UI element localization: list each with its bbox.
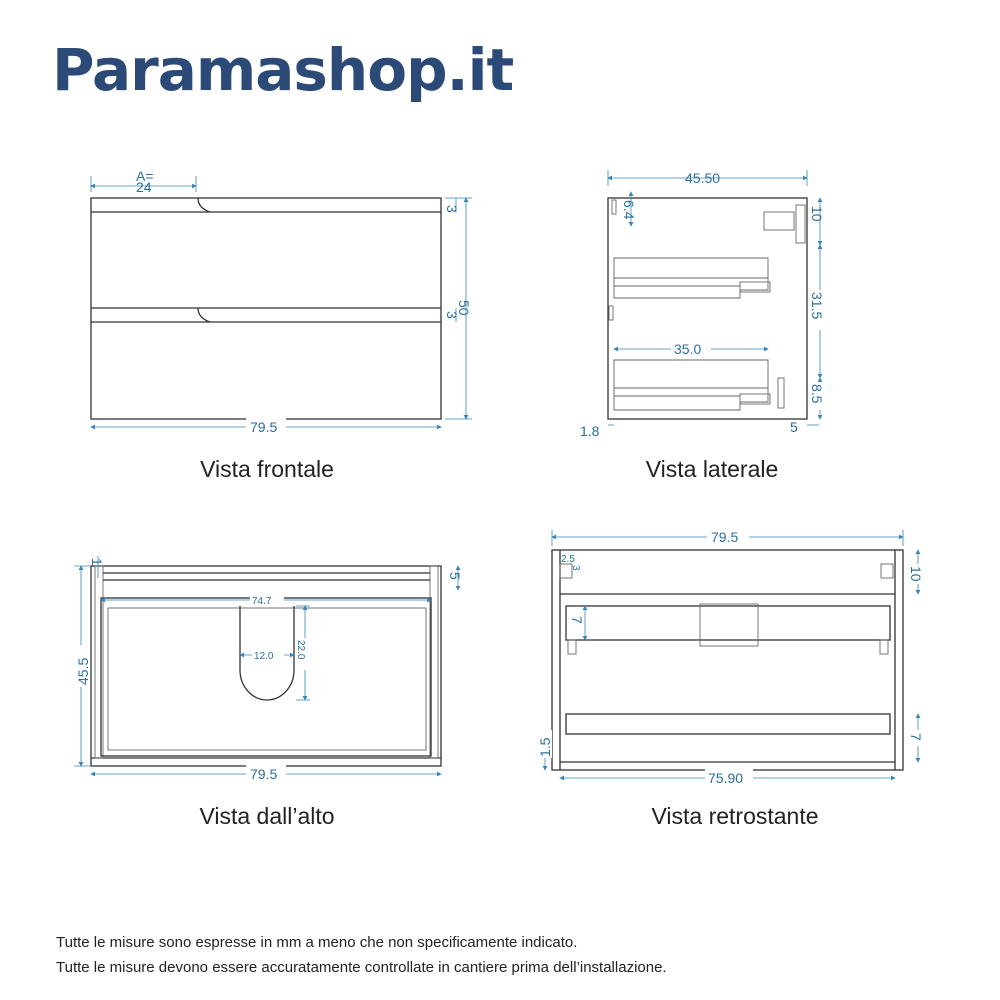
footnote-verify: Tutte le misure devono essere accuratame… xyxy=(56,959,667,976)
dim-top-gap: 5 xyxy=(447,572,463,580)
dim-side-middle: 31.5 xyxy=(809,292,825,319)
dim-side-right-edge: 5 xyxy=(790,419,798,435)
dim-side-depth: 45.50 xyxy=(685,170,720,186)
dim-top-depth: 45.5 xyxy=(75,658,91,685)
caption-back-view: Vista retrostante xyxy=(651,803,819,829)
front-view: A= 24 3 3 50 79.5 xyxy=(90,168,472,435)
dim-handle-value: 24 xyxy=(136,179,152,195)
dim-front-top-gap: 3 xyxy=(444,205,460,213)
dim-top-cutout-width: 12.0 xyxy=(254,651,274,662)
back-view: 79.5 2.5 3 10 7 1.5 7 75.90 xyxy=(536,528,926,786)
dim-side-top-right: 10 xyxy=(809,206,825,222)
dim-top-width: 79.5 xyxy=(250,766,277,782)
dim-back-bracket-b: 3 xyxy=(570,565,581,571)
dim-handle-label: A= xyxy=(136,168,154,184)
dim-side-left-edge: 1.8 xyxy=(580,423,600,439)
top-view: 1 5 74.7 12.0 22.0 45.5 79.5 xyxy=(72,556,463,782)
caption-front-view: Vista frontale xyxy=(200,456,334,482)
dim-side-drawer: 35.0 xyxy=(674,341,701,357)
dim-back-width: 79.5 xyxy=(711,529,738,545)
dim-back-inner-width: 75.90 xyxy=(708,770,743,786)
caption-side-view: Vista laterale xyxy=(645,456,779,482)
dim-top-thin: 1 xyxy=(89,558,105,566)
dim-back-bracket-a: 2.5 xyxy=(561,554,575,565)
dim-back-bottom-right: 7 xyxy=(908,733,924,741)
side-view: 45.50 6.4 10 31.5 8.5 35.0 1.8 5 xyxy=(580,170,829,439)
dim-back-rail: 7 xyxy=(569,616,585,624)
caption-top-view: Vista dall’alto xyxy=(199,803,335,829)
dim-back-top-right: 10 xyxy=(908,566,924,582)
dim-front-width: 79.5 xyxy=(250,419,277,435)
dim-top-inner-width: 74.7 xyxy=(252,596,272,607)
dim-front-mid-gap: 3 xyxy=(444,311,460,319)
brand-logo: Paramashop.it xyxy=(52,36,514,104)
dim-side-top-offset: 6.4 xyxy=(621,200,637,220)
dim-side-bottom: 8.5 xyxy=(809,384,825,404)
dim-front-height: 50 xyxy=(456,300,472,316)
footnote-units: Tutte le misure sono espresse in mm a me… xyxy=(56,934,578,951)
dim-top-cutout-depth: 22.0 xyxy=(295,640,306,660)
dim-back-bottom-left: 1.5 xyxy=(537,737,553,757)
